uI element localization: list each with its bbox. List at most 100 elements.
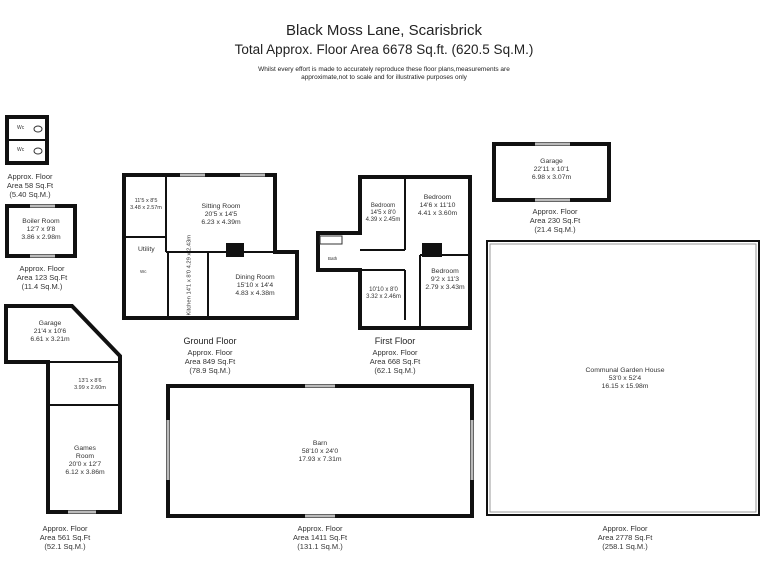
area-line: (258.1 Sq.M.) (602, 542, 648, 551)
room-metric: 3.48 x 2.57m (130, 204, 162, 211)
room-metric: 4.83 x 4.38m (235, 290, 275, 298)
room-name: Bedroom (431, 268, 459, 275)
area-line: Approx. Floor (42, 524, 88, 533)
wc-area: Approx. Floor Area 58 Sq.Ft (5.40 Sq.M.) (0, 172, 60, 199)
area-line: (11.4 Sq.M.) (21, 282, 63, 291)
room-metric: 3.86 x 2.98m (21, 234, 61, 242)
bath-label: Bath (328, 256, 338, 261)
porch-label: 11'5 x 8'5 3.48 x 2.57m (126, 198, 166, 211)
room-imperial: 10'10 x 8'0 (369, 287, 398, 293)
room-metric: 4.39 x 2.45m (365, 217, 401, 224)
dining-room-label: Dining Room 15'10 x 14'4 4.83 x 4.38m (214, 274, 296, 298)
boiler-area: Approx. Floor Area 123 Sq.Ft (11.4 Sq.M.… (0, 264, 84, 291)
games-area: Approx. Floor Area 561 Sq.Ft (52.1 Sq.M.… (30, 524, 100, 551)
room-metric: 6.98 x 3.07m (531, 174, 572, 182)
room-name: Room (75, 453, 95, 461)
room-metric: 3.32 x 2.46m (366, 294, 401, 301)
ground-floor-title: Ground Floor (183, 336, 237, 346)
area-line: Approx. Floor (297, 524, 343, 533)
first-floor-title: First Floor (374, 336, 416, 346)
room-metric: 2.79 x 3.43m (425, 284, 465, 292)
chimney-breast (422, 243, 442, 257)
wc-label: Wc (140, 269, 147, 274)
room-name: Bedroom (423, 194, 452, 201)
area-line: (52.1 Sq.M.) (44, 542, 86, 551)
room-metric: 4.29 x 2.43m (186, 234, 193, 269)
area-line: Area 1411 Sq.Ft (292, 533, 348, 542)
room-imperial: 20'0 x 12'7 (68, 461, 102, 469)
room-imperial: 12'7 x 9'8 (26, 226, 56, 234)
garage-right-area: Approx. Floor Area 230 Sq.Ft (21.4 Sq.M.… (515, 207, 595, 234)
toilet-icon (33, 125, 43, 133)
garage-right-label: Garage 22'11 x 10'1 6.98 x 3.07m (494, 158, 609, 182)
sitting-room-label: Sitting Room 20'5 x 14'5 6.23 x 4.39m (168, 203, 274, 227)
bedroom-1-label: Bedroom 14'5 x 8'0 4.39 x 2.45m (361, 203, 405, 225)
area-line: (131.1 Sq.M.) (297, 542, 343, 551)
room-name: Bedroom (370, 203, 396, 209)
room-name: Communal Garden House (585, 367, 665, 374)
area-line: Area 123 Sq.Ft (16, 273, 68, 282)
garage-left-label: Garage 21'4 x 10'6 6.61 x 3.21m (10, 320, 90, 344)
ground-floor-walls (122, 173, 299, 320)
area-line: Area 58 Sq.Ft (6, 181, 54, 190)
room-name: Boiler Room (22, 218, 60, 225)
room-name: Barn (312, 440, 328, 447)
area-line: Approx. Floor (372, 348, 418, 357)
first-floor-room-label: 10'10 x 8'0 3.32 x 2.46m (362, 287, 405, 301)
barn-area: Approx. Floor Area 1411 Sq.Ft (131.1 Sq.… (280, 524, 360, 551)
area-line: Approx. Floor (7, 172, 53, 181)
room-imperial: 20'5 x 14'5 (204, 211, 238, 219)
room-name: Games (74, 445, 96, 452)
bedroom-3-label: Bedroom 9'2 x 11'3 2.79 x 3.43m (420, 268, 470, 292)
garden-house-area: Approx. Floor Area 2778 Sq.Ft (258.1 Sq.… (585, 524, 665, 551)
store-label: 13'1 x 8'6 3.99 x 2.60m (60, 378, 120, 391)
wc-label: Wc (17, 147, 25, 153)
room-name: Sitting Room (201, 203, 241, 210)
barn-label: Barn 58'10 x 24'0 17.93 x 7.31m (280, 440, 360, 464)
room-name: Garage (540, 158, 563, 165)
area-line: Area 230 Sq.Ft (529, 216, 581, 225)
area-line: (78.9 Sq.M.) (189, 366, 231, 375)
games-room-label: Games Room 20'0 x 12'7 6.12 x 3.86m (50, 445, 120, 478)
disclaimer: Whilst every effort is made to accuratel… (258, 66, 510, 82)
room-imperial: 14'6 x 11'10 (419, 202, 456, 210)
ground-floor-area: Approx. Floor Area 849 Sq.Ft (78.9 Sq.M.… (170, 348, 250, 375)
room-metric: 4.41 x 3.60m (417, 210, 458, 218)
area-line: Area 2778 Sq.Ft (597, 533, 653, 542)
garden-house-label: Communal Garden House 53'0 x 52'4 16.15 … (565, 367, 685, 391)
room-imperial: 22'11 x 10'1 (533, 166, 570, 174)
total-area: Total Approx. Floor Area 6678 Sq.ft. (62… (234, 42, 534, 57)
room-imperial: 11'5 x 8'5 (134, 198, 158, 204)
chimney-breast (226, 243, 244, 257)
area-line: Approx. Floor (532, 207, 578, 216)
room-imperial: 13'1 x 8'6 (78, 378, 102, 384)
area-line: Approx. Floor (187, 348, 233, 357)
room-imperial: 14'1 x 8'0 (186, 270, 193, 295)
area-line: Approx. Floor (19, 264, 65, 273)
area-line: (21.4 Sq.M.) (534, 225, 576, 234)
garden-house-inner (489, 243, 757, 513)
room-imperial: 53'0 x 52'4 (608, 375, 642, 383)
room-metric: 6.12 x 3.86m (65, 469, 105, 477)
room-imperial: 9'2 x 11'3 (430, 276, 460, 284)
room-name: Dining Room (235, 274, 275, 281)
room-metric: 3.99 x 2.60m (74, 384, 106, 391)
room-metric: 16.15 x 15.98m (601, 383, 649, 391)
room-name: Kitchen (186, 296, 193, 316)
page-title: Black Moss Lane, Scarisbrick (286, 22, 482, 39)
first-floor-area: Approx. Floor Area 668 Sq.Ft (62.1 Sq.M.… (355, 348, 435, 375)
area-line: (5.40 Sq.M.) (9, 190, 51, 199)
room-imperial: 14'5 x 8'0 (370, 210, 396, 217)
room-metric: 17.93 x 7.31m (298, 456, 342, 464)
room-imperial: 21'4 x 10'6 (33, 328, 67, 336)
area-line: Area 849 Sq.Ft (184, 357, 236, 366)
garden-house-walls (486, 240, 760, 516)
area-line: Approx. Floor (602, 524, 648, 533)
wc-label: Wc (17, 125, 25, 131)
kitchen-label: Kitchen 14'1 x 8'0 4.29 x 2.43m (186, 235, 194, 316)
room-imperial: 15'10 x 14'4 (236, 282, 274, 290)
toilet-icon (33, 147, 43, 155)
room-metric: 6.61 x 3.21m (30, 336, 70, 344)
room-imperial: 58'10 x 24'0 (301, 448, 339, 456)
